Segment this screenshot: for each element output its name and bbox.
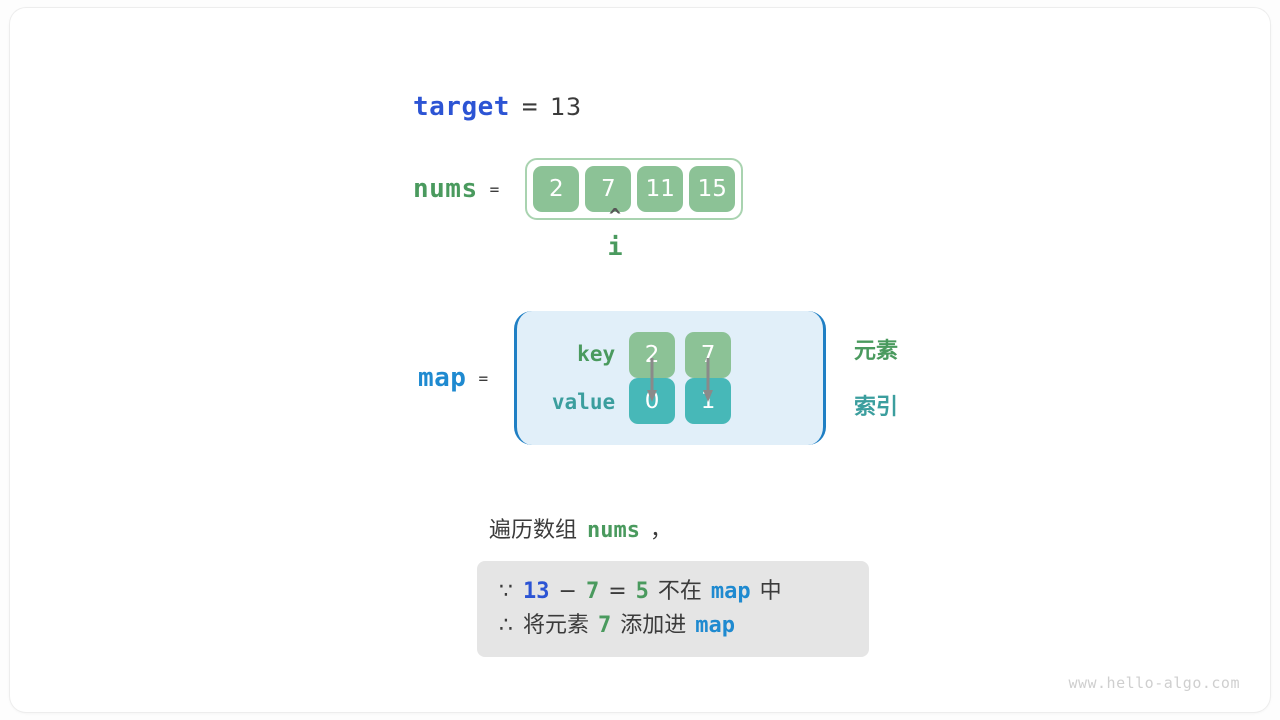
because-symbol: ∵: [499, 579, 513, 604]
map-entry: 2 0: [629, 332, 676, 424]
map-value-cell: 0: [629, 378, 676, 424]
map-key-cell: 7: [685, 332, 732, 378]
note-map-ref: map: [695, 613, 736, 638]
note-added-number: 7: [598, 613, 612, 638]
nums-declaration: nums = 2 7 11 15: [413, 158, 744, 220]
array-cell: 11: [637, 166, 684, 212]
map-container: key value 2 0 7 1: [514, 311, 827, 445]
map-variable-name: map: [418, 363, 467, 393]
array-cell: 15: [689, 166, 736, 212]
note-minus-sign: −: [558, 579, 577, 604]
explanation-line-1: ∵ 13 − 7 = 5 不在 map 中: [499, 575, 847, 609]
therefore-symbol: ∴: [499, 613, 513, 638]
map-legend: 元素 索引: [854, 333, 898, 421]
note-operand-a: 13: [523, 579, 550, 604]
explanation-box: ∵ 13 − 7 = 5 不在 map 中 ∴ 将元素 7 添加进 map: [477, 561, 869, 657]
note-map-ref: map: [710, 579, 751, 604]
note-text-add-element: 将元素: [523, 613, 590, 638]
legend-index-label: 索引: [854, 395, 899, 420]
map-equals-sign: =: [478, 368, 489, 388]
watermark: www.hello-algo.com: [1068, 674, 1240, 692]
caption-suffix: ，: [650, 518, 673, 543]
note-text-not-in: 不在: [657, 579, 702, 604]
array-cell: 2: [533, 166, 580, 212]
caption-prefix: 遍历数组: [489, 518, 578, 543]
target-variable-name: target: [413, 92, 510, 122]
caret-icon: ^: [608, 204, 622, 228]
target-declaration: target = 13: [413, 92, 582, 122]
target-value: 13: [550, 93, 582, 121]
map-entry: 7 1: [685, 332, 732, 424]
note-equals-sign: =: [608, 579, 627, 604]
nums-variable-name: nums: [413, 174, 478, 204]
nums-equals-sign: =: [489, 179, 500, 199]
target-equals-sign: =: [521, 92, 539, 122]
note-text-add-into: 添加进: [620, 613, 687, 638]
caption-line: 遍历数组 nums ，: [489, 512, 672, 544]
nums-array: 2 7 11 15: [525, 158, 744, 220]
map-value-label: value: [551, 390, 616, 414]
array-cell: 7: [585, 166, 632, 212]
legend-element-label: 元素: [854, 339, 899, 364]
map-declaration: map = key value 2 0: [418, 311, 827, 445]
pointer-label: i: [607, 232, 623, 261]
note-text-tail: 中: [759, 579, 782, 604]
caption-code: nums: [587, 518, 640, 543]
index-pointer: ^ i: [592, 206, 638, 259]
note-operand-b: 7: [585, 579, 600, 604]
explanation-line-2: ∴ 将元素 7 添加进 map: [499, 609, 847, 643]
map-key-label: key: [577, 342, 616, 366]
map-value-cell: 1: [685, 378, 732, 424]
note-result: 5: [635, 579, 649, 604]
map-key-cell: 2: [629, 332, 676, 378]
